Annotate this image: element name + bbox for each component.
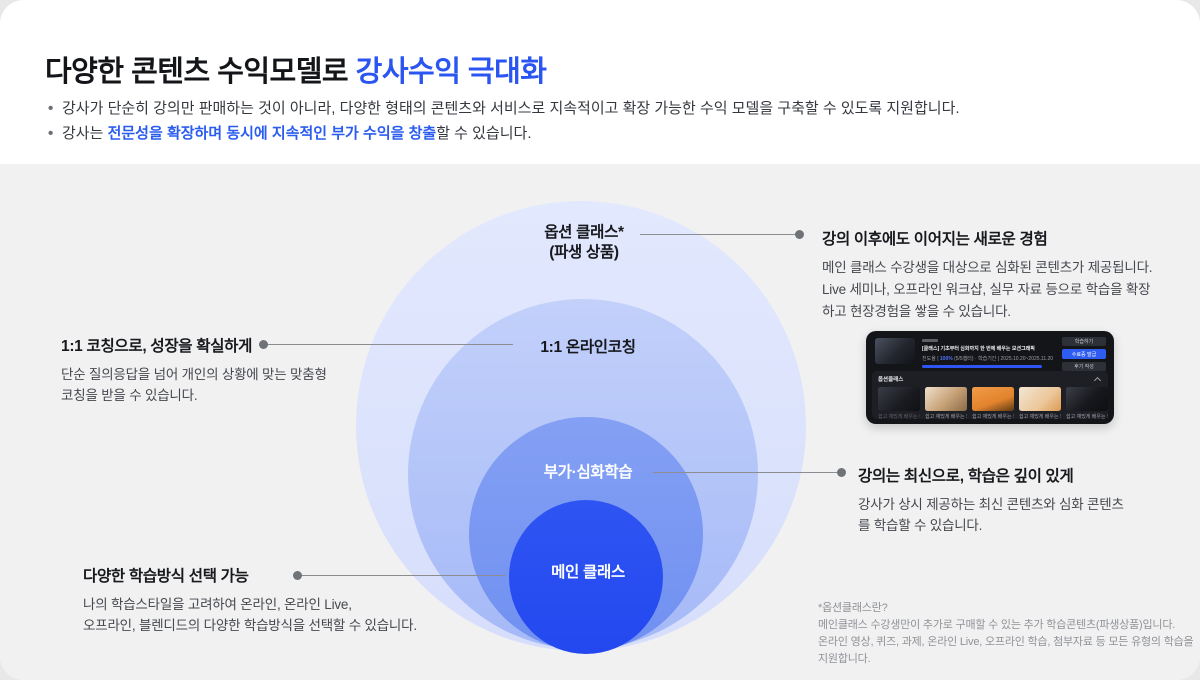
circle-label-option: 옵션 클래스* (파생 상품) xyxy=(544,224,624,261)
bullet-dot-icon: • xyxy=(48,125,54,142)
annotation-new-experience: 강의 이후에도 이어지는 새로운 경험 메인 클래스 수강생을 대상으로 심화된… xyxy=(822,227,1153,323)
page-title-blue: 강사수익 극대화 xyxy=(355,56,547,88)
class-card-buttons: 학습하기 수료증 발급 후기 작성 xyxy=(1062,337,1106,371)
bullet-dot-icon: • xyxy=(48,100,54,117)
option-class-title: 옵션클래스 xyxy=(878,377,904,383)
bullet-item: • 강사가 단순히 강의만 판매하는 것이 아니라, 다양한 형태의 콘텐츠와 … xyxy=(48,96,960,121)
annotation-body: 나의 학습스타일을 고려하여 온라인, 온라인 Live, 오프라인, 블렌디드… xyxy=(83,597,417,633)
option-thumb-image xyxy=(878,387,920,411)
class-info: [클래스] 기초부터 심화까지 한 번에 배우는 모션그래픽 진도율 | 100… xyxy=(922,338,1105,368)
option-class-thumbnails: 쉽고 재밌게 배우는 모션... 쉽고 재밌게 배우는 모션... 쉽고 재밌게… xyxy=(878,387,1108,420)
chevron-up-icon xyxy=(1093,376,1102,384)
annotation-body: 강사가 상시 제공하는 최신 콘텐츠와 심화 콘텐츠 를 학습할 수 있습니다. xyxy=(858,497,1124,533)
annotation-coaching: 1:1 코칭으로, 성장을 확실하게 단순 질의응답을 넘어 개인의 상황에 맞… xyxy=(61,334,327,406)
annotation-heading: 강의는 최신으로, 학습은 깊이 있게 xyxy=(858,468,1074,485)
option-thumb-image xyxy=(1019,387,1061,411)
connector-main xyxy=(293,571,505,580)
connector-dot-icon xyxy=(293,571,302,580)
circle-label-main: 메인 클래스 xyxy=(551,564,625,581)
option-thumb: 쉽고 재밌게 배우는 모션... xyxy=(972,387,1014,420)
class-thumbnail-image xyxy=(875,338,915,364)
progress-bar xyxy=(922,365,1042,368)
annotation-body: 단순 질의응답을 넘어 개인의 상황에 맞는 맞춤형 코칭을 받을 수 있습니다… xyxy=(61,367,327,403)
connector-option xyxy=(640,230,804,239)
bullet-text: 강사는 전문성을 확장하며 동시에 지속적인 부가 수익을 창출할 수 있습니다… xyxy=(62,125,532,142)
connector-dot-icon xyxy=(795,230,804,239)
option-thumb: 쉽고 재밌게 배우는 모션... xyxy=(1066,387,1108,420)
circle-label-coaching: 1:1 온라인코칭 xyxy=(540,339,636,356)
annotation-body: 메인 클래스 수강생을 대상으로 심화된 콘텐츠가 제공됩니다. Live 세미… xyxy=(822,260,1153,319)
option-thumb: 쉽고 재밌게 배우는 모션... xyxy=(878,387,920,420)
annotation-heading: 다양한 학습방식 선택 가능 xyxy=(83,568,249,585)
connector-extra xyxy=(653,468,846,477)
class-category-placeholder xyxy=(922,339,938,342)
circle-main-class xyxy=(509,500,663,654)
option-class-header: 옵션클래스 xyxy=(878,375,1102,384)
class-title: [클래스] 기초부터 심화까지 한 번에 배우는 모션그래픽 xyxy=(922,346,1035,352)
connector-coaching xyxy=(259,340,513,349)
certificate-button: 수료증 발급 xyxy=(1062,349,1106,359)
class-card-top: [클래스] 기초부터 심화까지 한 번에 배우는 모션그래픽 진도율 | 100… xyxy=(875,338,1105,368)
annotation-learning-style: 다양한 학습방식 선택 가능 나의 학습스타일을 고려하여 온라인, 온라인 L… xyxy=(83,564,417,636)
option-thumb: 쉽고 재밌게 배우는 모션... xyxy=(925,387,967,420)
annotation-heading: 1:1 코칭으로, 성장을 확실하게 xyxy=(61,338,253,355)
diagram-stage: 옵션 클래스* (파생 상품) 1:1 온라인코칭 부가·심화학습 메인 클래스… xyxy=(0,164,1200,680)
bullet-text: 강사가 단순히 강의만 판매하는 것이 아니라, 다양한 형태의 콘텐츠와 서비… xyxy=(62,100,960,117)
connector-dot-icon xyxy=(259,340,268,349)
bullet-item: • 강사는 전문성을 확장하며 동시에 지속적인 부가 수익을 창출할 수 있습… xyxy=(48,121,960,146)
option-class-footnote: *옵션클래스란? 메인클래스 수강생만이 추가로 구매할 수 있는 추가 학습콘… xyxy=(818,602,1194,665)
header-bullets: • 강사가 단순히 강의만 판매하는 것이 아니라, 다양한 형태의 콘텐츠와 … xyxy=(48,96,960,146)
option-thumb-image xyxy=(972,387,1014,411)
page-title: 다양한 콘텐츠 수익모델로 강사수익 극대화 xyxy=(45,48,547,90)
annotation-heading: 강의 이후에도 이어지는 새로운 경험 xyxy=(822,231,1048,248)
study-button: 학습하기 xyxy=(1062,337,1106,346)
page-title-black: 다양한 콘텐츠 수익모델로 xyxy=(45,56,356,88)
option-thumb-image xyxy=(1066,387,1108,411)
header-section: 다양한 콘텐츠 수익모델로 강사수익 극대화 • 강사가 단순히 강의만 판매하… xyxy=(0,0,1200,164)
circle-label-extra: 부가·심화학습 xyxy=(543,464,633,481)
option-class-panel: 옵션클래스 쉽고 재밌게 배우는 모션... 쉽고 재밌게 배우는 모션... … xyxy=(872,371,1108,420)
option-thumb: 쉽고 재밌게 배우는 모션... xyxy=(1019,387,1061,420)
review-button: 후기 작성 xyxy=(1062,362,1106,371)
option-thumb-image xyxy=(925,387,967,411)
annotation-deep-learning: 강의는 최신으로, 학습은 깊이 있게 강사가 상시 제공하는 최신 콘텐츠와 … xyxy=(858,464,1124,536)
class-progress-text: 진도율 | 100% (5/5챕터) · 학습기간 | 2025.10.20~2… xyxy=(922,356,1054,362)
connector-dot-icon xyxy=(837,468,846,477)
class-page-screenshot: [클래스] 기초부터 심화까지 한 번에 배우는 모션그래픽 진도율 | 100… xyxy=(866,331,1114,424)
